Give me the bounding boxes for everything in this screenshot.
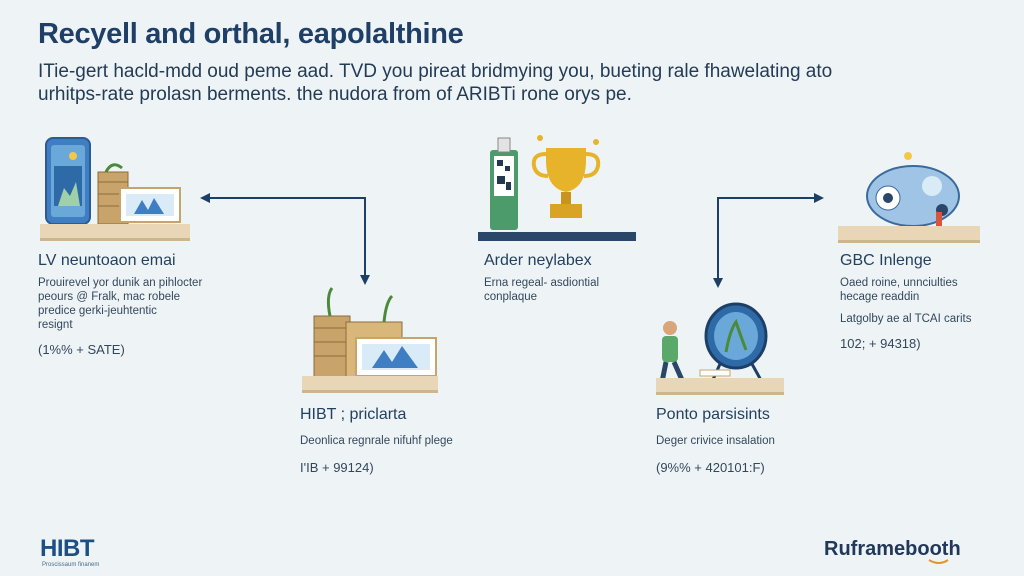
trophy-icon <box>531 135 601 218</box>
boxes-icon <box>97 163 181 225</box>
shelf <box>302 376 438 393</box>
node-description: Prouirevel yor dunik an pihlocter peours… <box>38 277 203 331</box>
node-title: Ponto parsisints <box>656 406 770 423</box>
ruframebooth-logo: Ruframebooth <box>824 538 961 560</box>
subtitle-line-2: urhitps-rate prolasn berments. the nudor… <box>38 84 632 105</box>
shelf <box>838 226 980 243</box>
node-title: Arder neylabex <box>484 252 592 269</box>
phone-icon <box>45 137 91 225</box>
node-lv: LV neuntoaon emai Prouirevel yor dunik a… <box>38 252 258 357</box>
scene-globe-chair <box>654 300 786 398</box>
globe-chair-icon <box>699 302 768 383</box>
node-description: Deger crivice insalation <box>656 435 775 447</box>
node-description-extra: Latgolby ae al TCAI carits <box>840 313 972 325</box>
node-description: Erna regeal- asdiontial conplaque <box>484 277 600 303</box>
hibt-logo: HIBT <box>40 535 95 562</box>
person-icon <box>659 321 685 383</box>
node-title: LV neuntoaon emai <box>38 252 176 269</box>
scene-trophy <box>478 130 638 246</box>
robot-mouse-icon <box>866 152 960 232</box>
node-arder: Arder neylabex Erna regeal- asdiontial c… <box>484 252 654 304</box>
shelf <box>40 224 190 241</box>
node-code: 102; + 94318) <box>840 336 921 351</box>
smile-mark-icon <box>928 559 949 564</box>
shelf <box>656 378 784 395</box>
node-hibt: HIBT ; priclarta Deonlica regnrale nifuh… <box>300 406 520 475</box>
plant-boxes-icon <box>313 287 437 381</box>
node-title: GBC Inlenge <box>840 252 932 269</box>
shelf-dark <box>478 232 636 241</box>
node-title: HIBT ; priclarta <box>300 406 407 423</box>
node-code: (9%% + 420101:F) <box>656 460 765 475</box>
page-subtitle: ITie-gert hacld-mdd oud peme aad. TVD yo… <box>38 60 998 106</box>
node-ponto: Ponto parsisints Deger crivice insalatio… <box>656 406 876 475</box>
hibt-logo-tagline: Proscissaum finanem <box>42 562 100 568</box>
node-description: Oaed roine, unnciulties hecage readdin <box>840 277 958 303</box>
scene-phone-boxes <box>40 136 192 244</box>
scene-plant-boxes <box>300 286 440 398</box>
arrow-right-branch <box>717 193 824 283</box>
node-description: Deonlica regnrale nifuhf plege <box>300 435 453 447</box>
node-code: (1%% + SATE) <box>38 342 125 357</box>
node-gbc: GBC Inlenge Oaed roine, unnciulties heca… <box>840 252 1010 351</box>
scene-robot <box>838 150 982 246</box>
qr-tag-icon <box>490 137 518 230</box>
page-title: Recyell and orthal, eapolalthine <box>38 18 464 50</box>
node-code: I'IB + 99124) <box>300 460 374 475</box>
subtitle-line-1: ITie-gert hacld-mdd oud peme aad. TVD yo… <box>38 61 833 82</box>
